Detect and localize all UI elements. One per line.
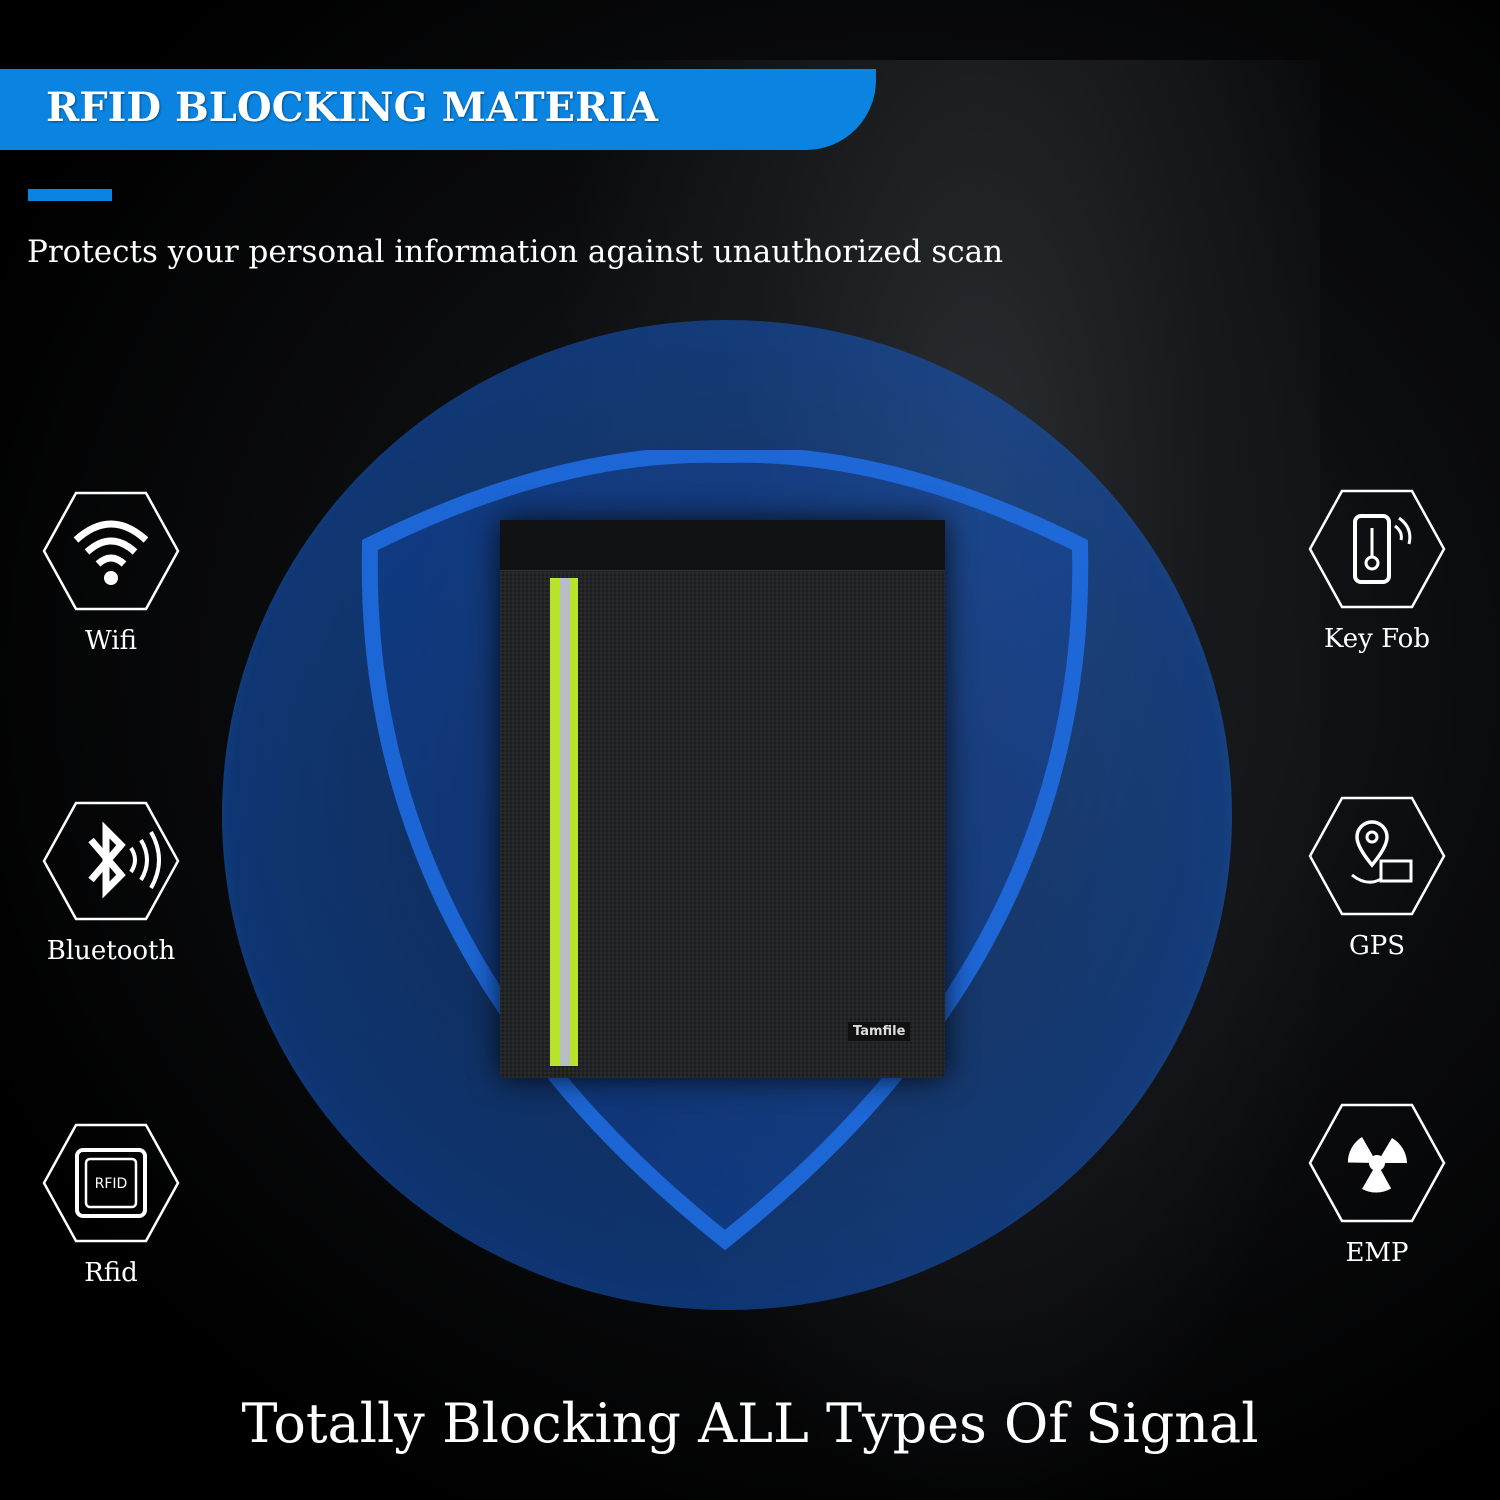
radiation-icon xyxy=(1308,1103,1446,1223)
rfid-icon: RFID xyxy=(42,1123,180,1243)
feature-gps: GPS xyxy=(1297,795,1457,961)
reflective-stripe xyxy=(570,578,578,1066)
feature-key-fob: Key Fob xyxy=(1297,488,1457,654)
reflective-stripe xyxy=(550,578,560,1066)
feature-bluetooth: Bluetooth xyxy=(31,800,191,966)
subtitle: Protects your personal information again… xyxy=(27,234,1004,270)
feature-rfid: RFID Rfid xyxy=(31,1122,191,1288)
feature-label: EMP xyxy=(1345,1238,1409,1268)
header-banner xyxy=(0,69,876,150)
bag-flap xyxy=(500,520,945,571)
key-fob-icon xyxy=(1308,489,1446,609)
brand-label: Tamfile xyxy=(848,1022,911,1041)
wifi-icon xyxy=(42,491,180,611)
feature-label: Wifi xyxy=(85,626,137,656)
rfid-blocking-bag: Tamfile xyxy=(500,520,945,1078)
feature-wifi: Wifi xyxy=(31,490,191,656)
svg-text:RFID: RFID xyxy=(95,1176,128,1192)
bluetooth-icon xyxy=(42,801,180,921)
feature-label: Bluetooth xyxy=(46,936,176,966)
feature-label: Key Fob xyxy=(1324,624,1430,654)
feature-label: Rfid xyxy=(84,1258,138,1288)
tagline: Totally Blocking ALL Types Of Signal xyxy=(241,1392,1259,1455)
gps-icon xyxy=(1308,796,1446,916)
feature-emp: EMP xyxy=(1297,1102,1457,1268)
banner-title: RFID BLOCKING MATERIA xyxy=(46,84,659,131)
reflective-stripe xyxy=(560,578,570,1066)
accent-bar xyxy=(28,189,112,201)
feature-label: GPS xyxy=(1348,931,1406,961)
